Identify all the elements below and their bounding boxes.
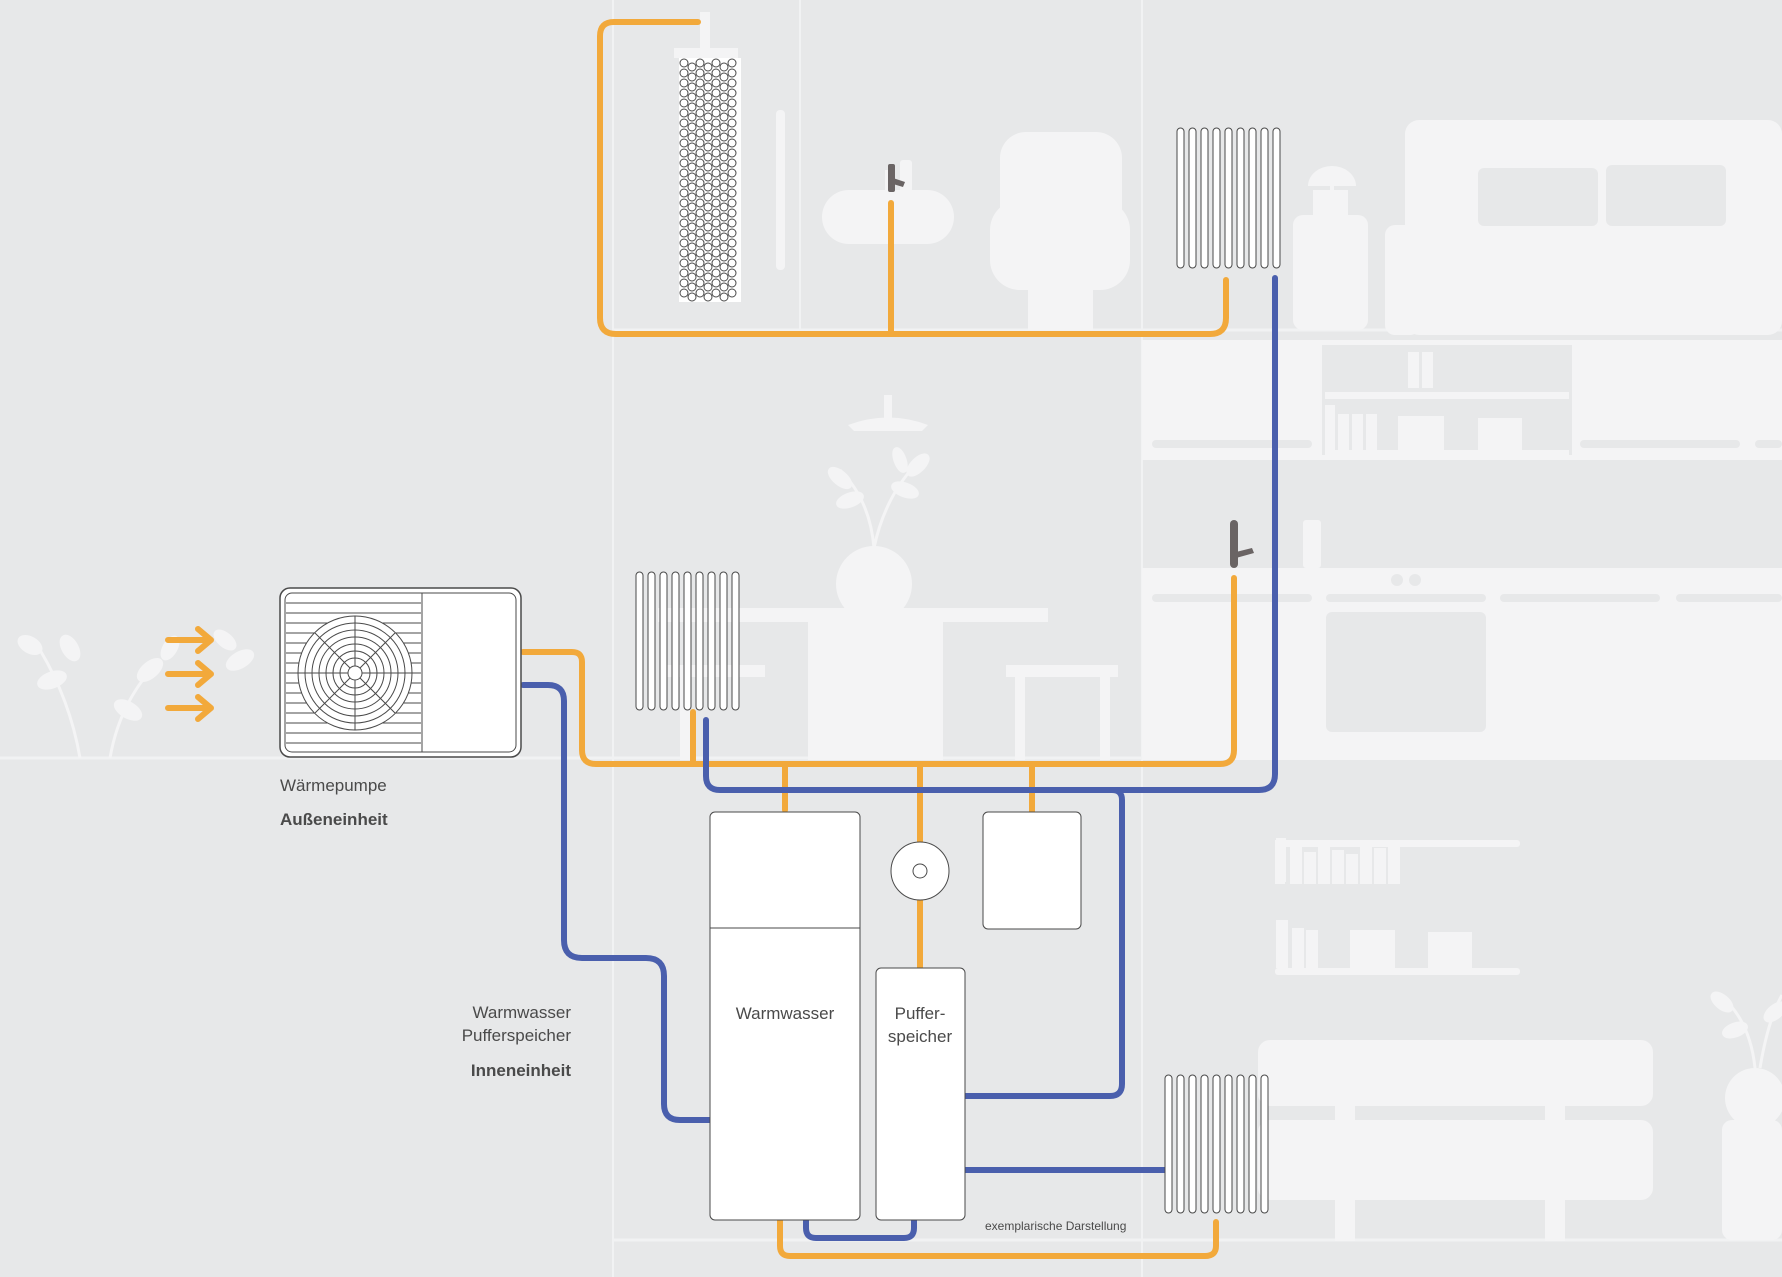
outdoor-unit-title: Außeneinheit <box>280 810 388 829</box>
plant-icon <box>17 629 255 759</box>
heat-pump-outdoor-unit <box>279 587 522 758</box>
heat-pump-fan-icon <box>297 615 413 731</box>
plant-icon <box>1710 991 1782 1069</box>
intake-arrow-icon <box>165 626 214 722</box>
return-water-pipes <box>520 275 1278 1241</box>
kitchen-furniture <box>1142 340 1782 760</box>
buffer-tank-label-2: speicher <box>888 1027 953 1046</box>
indoor-unit-label-2: Pufferspeicher <box>462 1026 572 1045</box>
tap-icon <box>888 164 905 192</box>
hot-water-tank-label: Warmwasser <box>736 1004 835 1023</box>
plant-icon <box>827 447 930 549</box>
radiator-icon <box>1164 1074 1269 1214</box>
radiator-icon <box>635 571 740 711</box>
outdoor-unit-label: Wärmepumpe <box>280 776 387 795</box>
buffer-tank-label-1: Puffer- <box>895 1004 946 1023</box>
towel-radiator-icon <box>679 58 741 302</box>
indoor-unit-label-1: Warmwasser <box>472 1003 571 1022</box>
lower-living-furniture <box>1258 838 1782 1241</box>
living-room-furniture <box>1293 120 1782 335</box>
tap-icon <box>1230 520 1254 568</box>
dining-room-furniture <box>658 395 1118 760</box>
pump-icon <box>890 841 950 901</box>
illustration-note: exemplarische Darstellung <box>985 1219 1126 1233</box>
indoor-unit-title: Inneneinheit <box>471 1061 571 1080</box>
indoor-unit <box>709 811 1082 1221</box>
radiator-icon <box>1176 127 1281 269</box>
